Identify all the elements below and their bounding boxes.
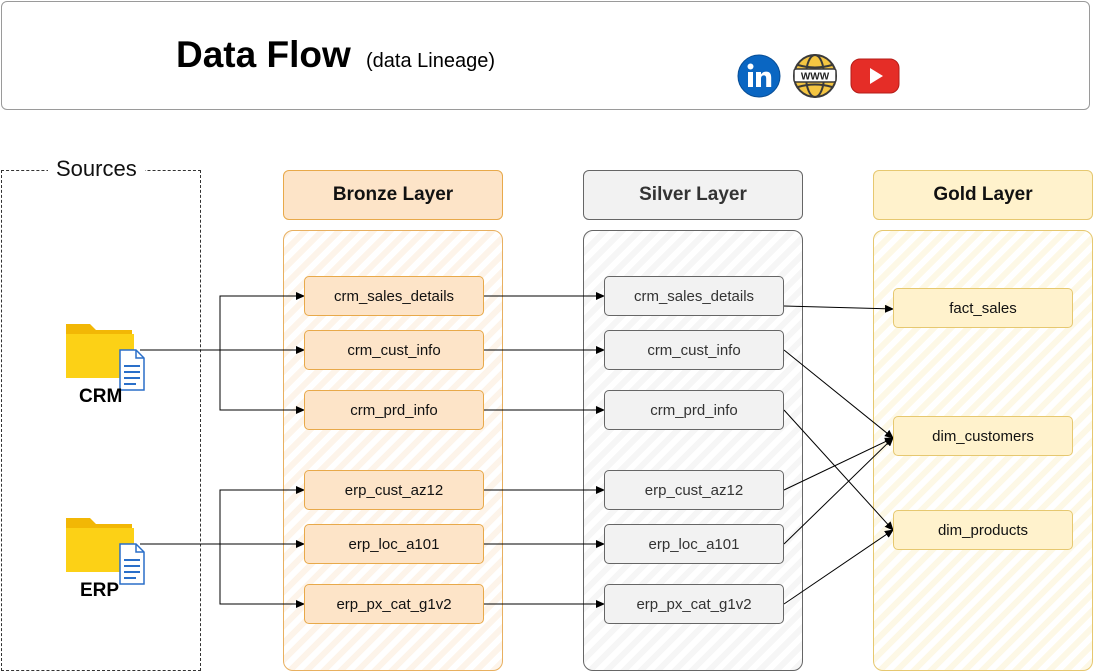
silver-table-erp-px-cat-g1v2: erp_px_cat_g1v2: [604, 584, 784, 624]
source-erp-label: ERP: [80, 580, 120, 601]
youtube-icon[interactable]: [850, 58, 900, 94]
silver-table-erp-loc-a101: erp_loc_a101: [604, 524, 784, 564]
edge-silver-gold-cust_info: [783, 349, 894, 439]
header-panel: [1, 1, 1090, 110]
silver-table-crm-prd-info: crm_prd_info: [604, 390, 784, 430]
web-icon[interactable]: WWW: [792, 53, 838, 99]
edge-silver-gold-loc_a101: [783, 437, 894, 545]
gold-table-fact-sales: fact_sales: [893, 288, 1073, 328]
bronze-table-crm-sales-details: crm_sales_details: [304, 276, 484, 316]
silver-table-crm-sales-details: crm_sales_details: [604, 276, 784, 316]
silver-table-erp-cust-az12: erp_cust_az12: [604, 470, 784, 510]
bronze-layer-header: Bronze Layer: [283, 170, 503, 220]
web-icon-text: WWW: [801, 72, 830, 83]
bronze-table-erp-cust-az12: erp_cust_az12: [304, 470, 484, 510]
bronze-table-erp-px-cat-g1v2: erp_px_cat_g1v2: [304, 584, 484, 624]
page-subtitle: (data Lineage): [366, 50, 495, 72]
bronze-table-erp-loc-a101: erp_loc_a101: [304, 524, 484, 564]
gold-table-dim-customers: dim_customers: [893, 416, 1073, 456]
edge-silver-gold-px_cat_g1v2: [783, 529, 894, 605]
edge-erp-erp_cust_az12: [140, 486, 305, 545]
bronze-table-crm-prd-info: crm_prd_info: [304, 390, 484, 430]
folder-document-icon: [66, 518, 145, 585]
gold-layer-header: Gold Layer: [873, 170, 1093, 220]
folder-document-icon: [66, 324, 145, 391]
bronze-table-crm-cust-info: crm_cust_info: [304, 330, 484, 370]
edge-silver-gold-cust_az12: [783, 437, 894, 491]
edge-erp-erp_px_cat_g1v2: [219, 544, 305, 608]
edge-silver-gold-fact_sales: [783, 304, 894, 313]
sources-label: Sources: [48, 156, 145, 182]
page-title: Data Flow: [176, 34, 351, 75]
gold-table-dim-products: dim_products: [893, 510, 1073, 550]
edge-crm-crm_prd_info: [219, 350, 305, 414]
silver-layer-header: Silver Layer: [583, 170, 803, 220]
linkedin-icon[interactable]: [737, 54, 781, 98]
edge-crm-crm_sales_details: [140, 292, 305, 351]
source-crm-label: CRM: [79, 386, 123, 407]
silver-table-crm-cust-info: crm_cust_info: [604, 330, 784, 370]
edge-silver-gold-prd_info: [783, 409, 894, 531]
